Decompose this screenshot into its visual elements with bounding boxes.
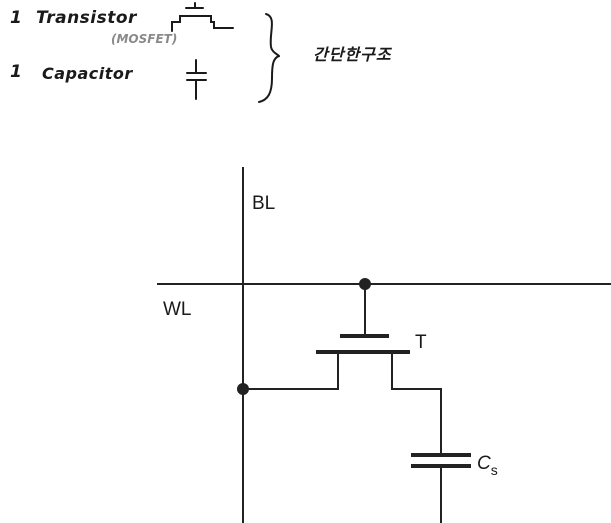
transistor-sketch-icon (171, 2, 234, 32)
wordline-label: WL (163, 299, 192, 320)
capacitor-label-subscript: s (491, 462, 498, 478)
transistor-note-label: Transistor (36, 8, 137, 28)
transistor-label: T (415, 332, 427, 353)
capacitor-sketch-icon (186, 59, 207, 100)
capacitor-note-label: Capacitor (42, 64, 133, 83)
mosfet-note: (MOSFET) (111, 32, 178, 46)
capacitor-label-main: C (477, 453, 491, 474)
wordline-junction-dot (359, 278, 371, 290)
drain-wire (391, 352, 442, 455)
simple-structure-note: 간단한구조 (313, 45, 392, 64)
bitline-junction-dot (237, 383, 249, 395)
capacitor-count: 1 (10, 62, 22, 82)
bitline-label: BL (252, 193, 275, 214)
transistor-count: 1 (10, 8, 22, 28)
capacitor-label: Cs (477, 453, 498, 478)
source-wire (243, 352, 339, 390)
handwritten-notes: 1 Transistor (MOSFET) 1 Capacitor 간단한구조 (0, 0, 611, 130)
brace-mark (258, 13, 281, 103)
